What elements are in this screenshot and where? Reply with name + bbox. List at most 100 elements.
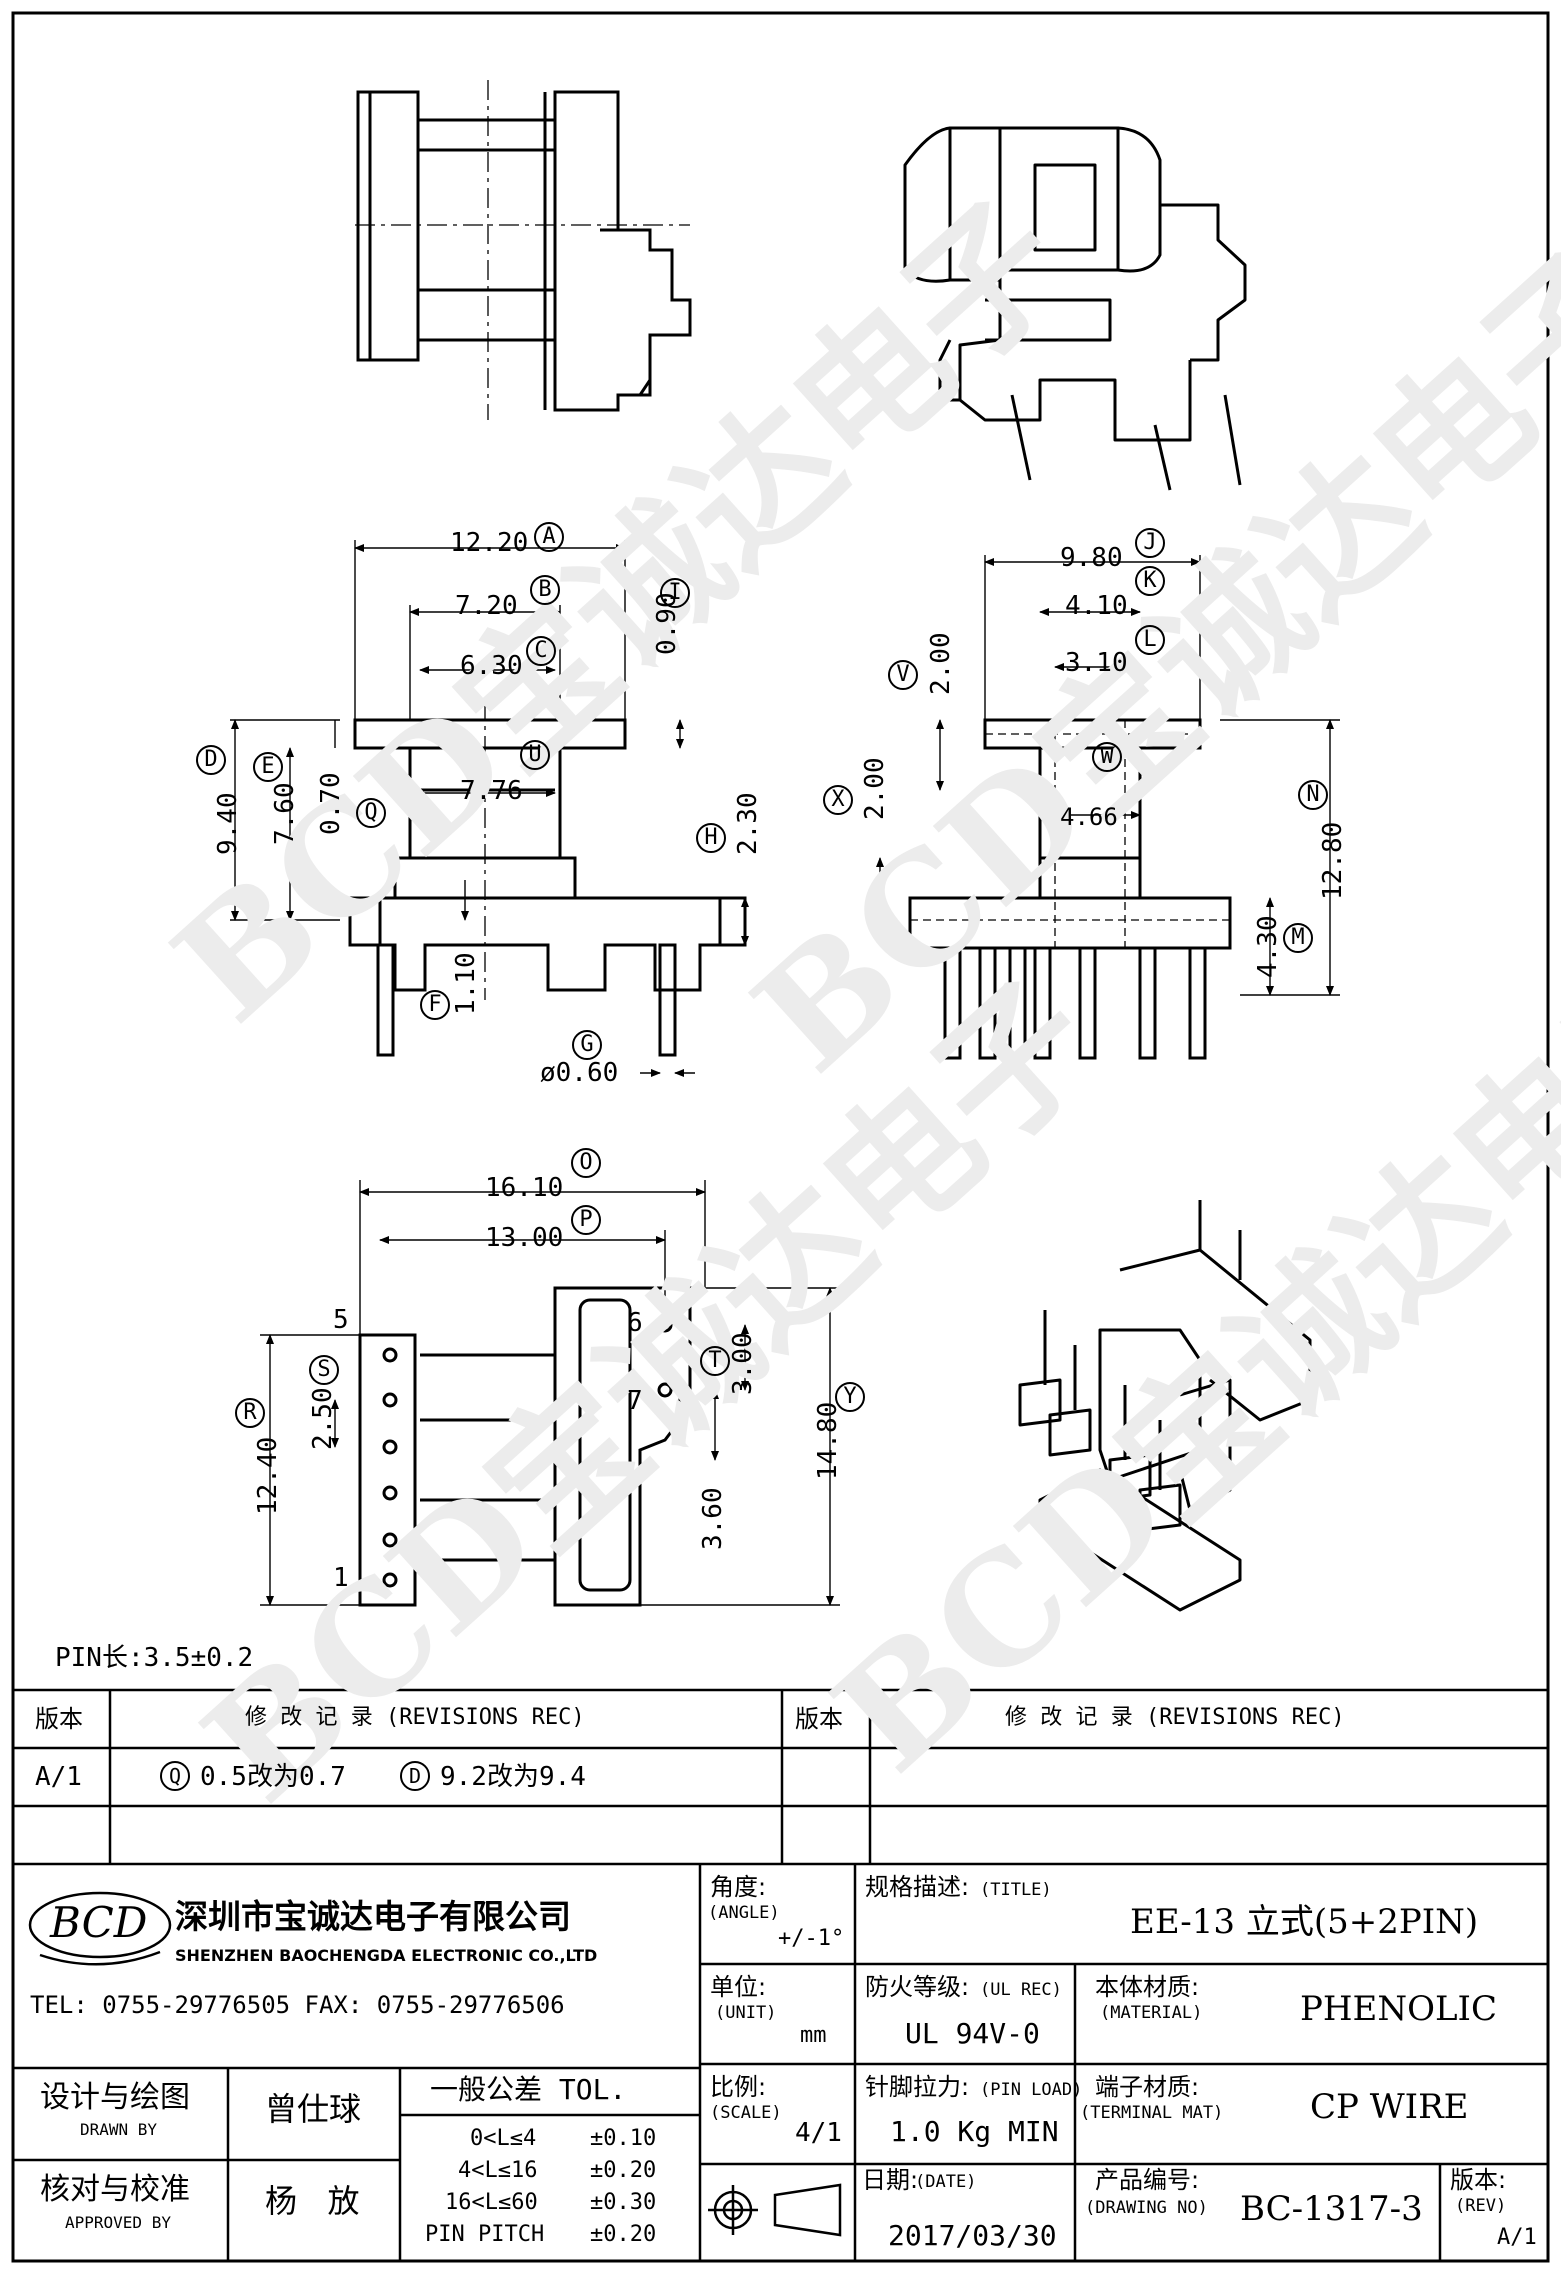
dim-M-tag: M [1283,923,1313,953]
tolerance-title: 一般公差 TOL. [430,2073,627,2106]
dim-I-tag: I [660,578,690,608]
dim-Y-value: 14.80 [813,1401,843,1480]
scale-label: 比例: [710,2073,767,2101]
rev-col-version-2: 版本 [795,1705,843,1733]
dim-U-tag: U [520,740,550,770]
dim-T-tag: R [235,1398,265,1428]
dim-A-value: 12.20 [450,528,529,558]
ul-label: 防火等级: [865,1973,970,2001]
dim-S-tag: S [309,1355,339,1385]
view-isometric-top [903,126,1247,491]
dim-X-value: 2.00 [860,757,890,820]
material-label: 本体材质: [1095,1973,1200,2001]
tolerance-value: ±0.10 [590,2126,657,2151]
dim-O-tag: O [571,1148,601,1178]
dim-Q-value: 0.70 [316,772,346,835]
dim-F-tag: F [420,990,450,1020]
view-bottom-dimlines [260,1180,840,1606]
dim-D-value: 9.40 [213,792,243,855]
dim-J-value: 9.80 [1060,543,1123,573]
tolerance-value: ±0.20 [590,2222,657,2247]
drawno-value: BC-1317-3 [1240,2189,1423,2229]
view-side-hidden [910,720,1230,948]
dim-S-value: 2.50 [308,1387,338,1450]
angle-value: +/-1° [778,1926,845,1951]
view-isometric-bottom [1018,1200,1312,1612]
design-value: 曾仕球 [265,2090,362,2128]
rev-sub: (REV) [1455,2196,1507,2216]
pin-number: 6 [627,1308,643,1338]
view-top-outline [356,90,692,412]
company-name-en: SHENZHEN BAOCHENGDA ELECTRONIC CO.,LTD [175,1946,598,1965]
dim-L-tag: L [1135,625,1165,655]
title-label: 规格描述: [865,1873,970,1901]
dim-A-tag: A [534,522,564,552]
dim-W-value: 4.66 [1060,803,1118,831]
terminal-sub: (TERMINAL MAT) [1080,2103,1224,2123]
projection-symbol-icon [708,2183,842,2237]
dim-N-tag: N [1298,780,1328,810]
dim-U-value: 7.76 [460,776,523,806]
approve-label: 核对与校准 [40,2172,190,2207]
scale-value: 4/1 [795,2118,842,2148]
date-value: 2017/03/30 [888,2219,1057,2252]
dim-V-value: 2.00 [926,632,956,695]
design-sub: DRAWN BY [80,2120,158,2139]
rev-col-records-2: 修 改 记 录 (REVISIONS REC) [1005,1705,1345,1730]
material-sub: (MATERIAL) [1100,2003,1203,2023]
pin-number: 5 [333,1305,349,1335]
dim-Q-tag: Q [356,798,386,828]
company-logo-icon [28,1891,172,1966]
dim-E-tag: E [253,752,283,782]
sheet-border [11,11,1550,2263]
view-side-dimlines [876,555,1340,996]
dim-P-tag: P [571,1205,601,1235]
dim-Y-tag: Y [835,1382,865,1412]
approve-value: 杨 放 [265,2182,360,2220]
title-sub: (TITLE) [980,1880,1052,1900]
view-front-dimlines [230,540,749,1077]
angle-label: 角度: [710,1873,767,1901]
pinload-sub: (PIN LOAD) [980,2080,1083,2100]
unit-sub: (UNIT) [715,2003,777,2023]
company-tel-fax: TEL: 0755-29776505 FAX: 0755-29776506 [30,1991,565,2019]
dim-E-value: 7.60 [270,782,300,845]
dim-R-tag: T [700,1346,730,1376]
rev-row1-q-tag: Q [160,1761,190,1791]
title-block-grid [13,1688,1548,2261]
pinload-value: 1.0 Kg MIN [890,2115,1059,2148]
tolerance-range: 16<L≤60 [445,2190,538,2215]
dim-W-tag: W [1092,742,1122,772]
dim-H-tag: H [696,823,726,853]
company-name-cn: 深圳市宝诚达电子有限公司 [175,1897,571,1936]
dim-O-value: 16.10 [485,1173,564,1203]
dim-T-value: 12.40 [253,1436,283,1515]
drawno-label: 产品编号: [1095,2166,1200,2194]
view-side [908,718,1232,1060]
title-value: EE-13 立式(5+2PIN) [1130,1902,1479,1942]
dim-B-tag: B [530,575,560,605]
date-label: 日期: [862,2166,919,2194]
rev-row1-q-text: 0.5改为0.7 [200,1762,346,1792]
dim-K-tag: K [1135,566,1165,596]
pinload-label: 针脚拉力: [865,2073,970,2101]
tolerance-range: PIN PITCH [425,2222,545,2247]
dim-D-tag: D [196,745,226,775]
dim-360-value: 3.60 [698,1487,728,1550]
rev-col-records: 修 改 记 录 (REVISIONS REC) [245,1705,585,1730]
approve-sub: APPROVED BY [65,2213,171,2232]
tolerance-value: ±0.20 [590,2158,657,2183]
date-sub: (DATE) [915,2172,977,2192]
tolerance-value: ±0.30 [590,2190,657,2215]
dim-X-tag: X [823,785,853,815]
dim-L-value: 3.10 [1065,648,1128,678]
dim-V-tag: V [888,660,918,690]
rev-value: A/1 [1497,2225,1537,2250]
dim-R-value: 3.00 [728,1332,758,1395]
terminal-value: CP WIRE [1310,2087,1469,2127]
rev-row1-d-tag: D [400,1761,430,1791]
dim-M-value: 4.30 [1253,915,1283,978]
dim-H-value: 2.30 [733,792,763,855]
pin-number: 7 [627,1386,643,1416]
